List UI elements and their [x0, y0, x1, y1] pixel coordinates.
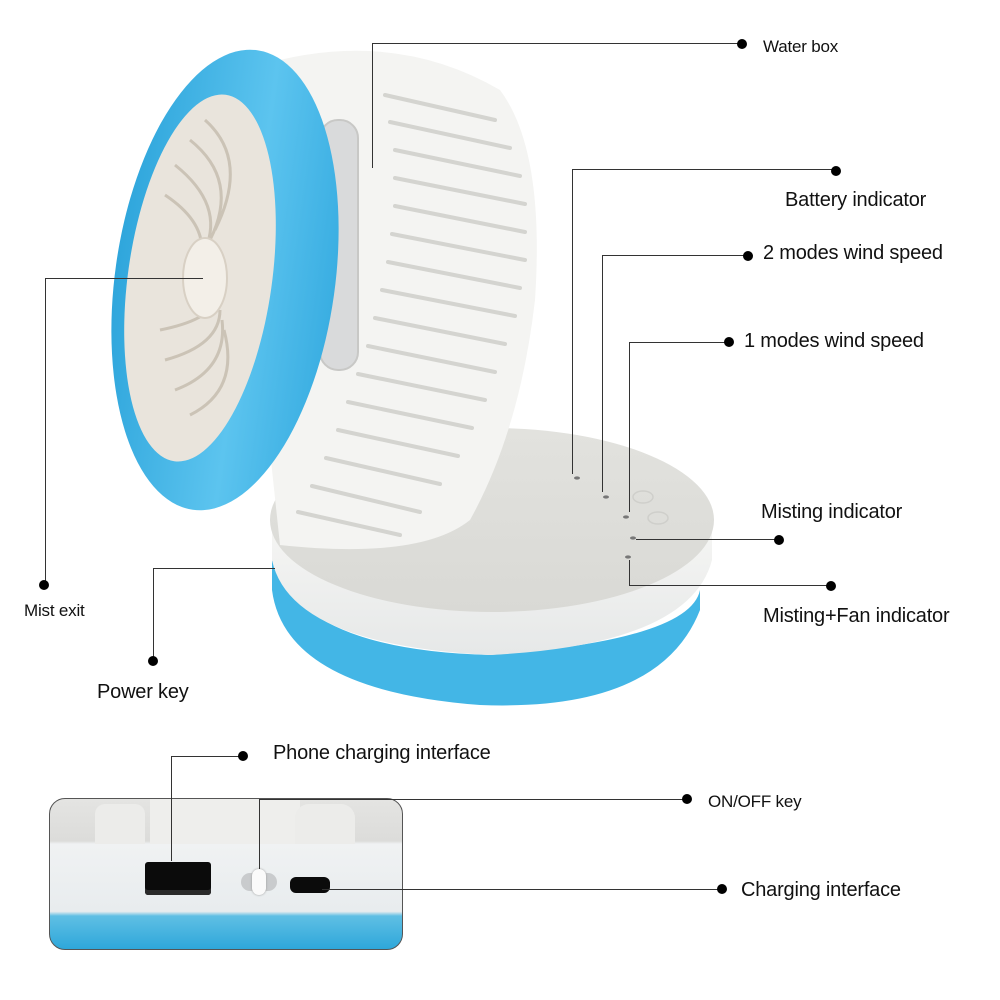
- on-off-dot: [682, 794, 692, 804]
- misting-fan-leader-v: [629, 560, 630, 585]
- mist-exit-label: Mist exit: [24, 601, 85, 620]
- battery-indicator-label: Battery indicator: [785, 189, 927, 211]
- power-key-label: Power key: [97, 681, 189, 703]
- wind-speed-2-label: 2 modes wind speed: [763, 242, 943, 264]
- wind-speed-1-leader-h: [629, 342, 729, 343]
- power-key-leader-h: [153, 568, 275, 569]
- usb-a-port-icon: [145, 862, 211, 895]
- power-key-dot: [148, 656, 158, 666]
- misting-fan-dot: [826, 581, 836, 591]
- charging-dot: [717, 884, 727, 894]
- fan-foot-left: [95, 804, 145, 844]
- phone-charging-leader-v: [171, 756, 172, 861]
- phone-charging-dot: [238, 751, 248, 761]
- misting-fan-leader-h: [629, 585, 829, 586]
- micro-usb-port-icon: [290, 877, 330, 893]
- water-box-leader-v: [372, 43, 373, 168]
- wind-speed-2-leader-h: [602, 255, 748, 256]
- power-key-leader-v: [153, 568, 154, 658]
- wind-speed-1-dot: [724, 337, 734, 347]
- fan-foot-middle: [150, 799, 300, 844]
- on-off-label: ON/OFF key: [708, 792, 802, 811]
- phone-charging-label: Phone charging interface: [273, 742, 491, 764]
- water-box-dot: [737, 39, 747, 49]
- phone-charging-leader-h: [171, 756, 243, 757]
- on-off-switch-knob: [252, 869, 266, 895]
- fan-head: [111, 49, 537, 550]
- charging-leader-h: [322, 889, 722, 890]
- on-off-leader-h: [259, 799, 687, 800]
- water-box-leader-h: [372, 43, 742, 44]
- battery-leader-h: [572, 169, 836, 170]
- battery-dot: [831, 166, 841, 176]
- fan-foot-right: [295, 804, 355, 844]
- charging-interface-label: Charging interface: [741, 879, 901, 901]
- mist-exit-dot: [39, 580, 49, 590]
- mist-exit-leader-h: [45, 278, 203, 279]
- ports-closeup-inset: [49, 798, 403, 950]
- misting-leader-h: [636, 539, 778, 540]
- misting-fan-indicator-label: Misting+Fan indicator: [763, 605, 950, 627]
- water-box-label: Water box: [763, 37, 839, 56]
- misting-indicator-label: Misting indicator: [761, 501, 903, 523]
- indicator-leds: [574, 476, 636, 559]
- battery-leader-v: [572, 169, 573, 474]
- misting-dot: [774, 535, 784, 545]
- wind-speed-2-dot: [743, 251, 753, 261]
- wind-speed-1-leader-v: [629, 342, 630, 512]
- wind-speed-2-leader-v: [602, 255, 603, 492]
- mist-exit-leader-v: [45, 278, 46, 583]
- on-off-leader-v: [259, 799, 260, 869]
- wind-speed-1-label: 1 modes wind speed: [744, 330, 924, 352]
